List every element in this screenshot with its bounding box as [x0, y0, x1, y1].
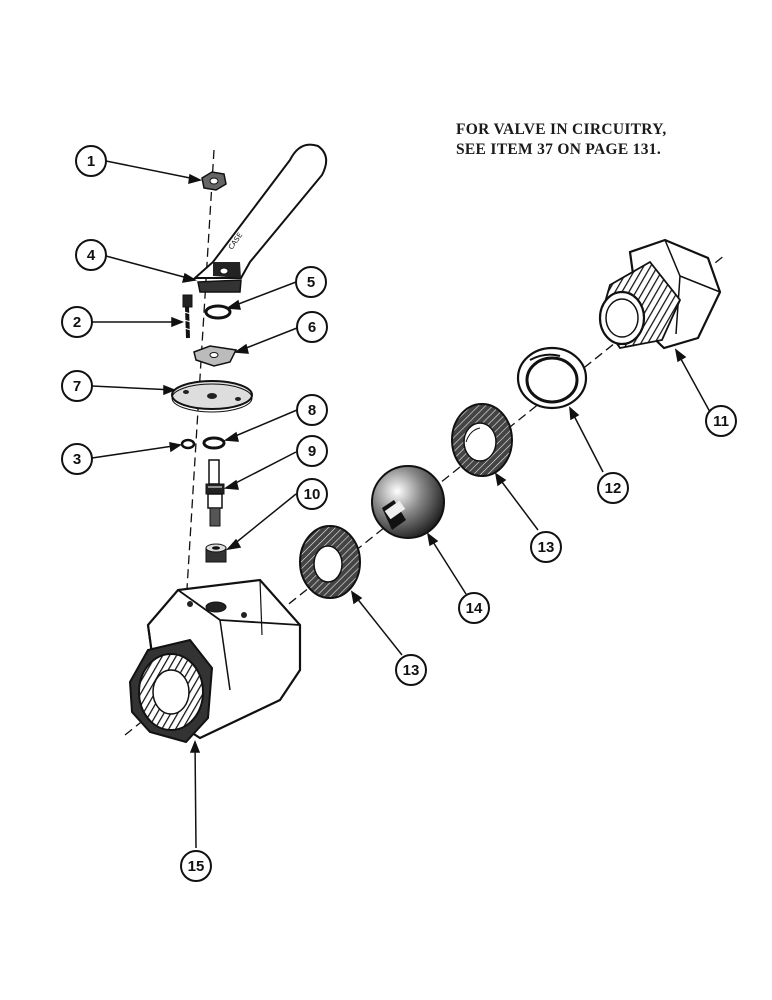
callout-label-10: 10 [304, 486, 321, 503]
callout-12: 12 [597, 472, 629, 504]
stop-screw [182, 294, 193, 339]
lock-washer [204, 304, 232, 320]
note-line-2: SEE ITEM 37 ON PAGE 131. [456, 141, 661, 158]
callout-label-13-upper: 13 [538, 539, 555, 556]
ball-seat-upper [451, 403, 513, 477]
callout-label-4: 4 [87, 247, 96, 264]
callout-10: 10 [296, 478, 328, 510]
valve-ball [371, 465, 445, 539]
callout-label-7: 7 [73, 378, 81, 395]
callout-2: 2 [61, 306, 93, 338]
callout-label-15: 15 [188, 858, 205, 875]
callout-8: 8 [296, 394, 328, 426]
callout-label-11: 11 [713, 413, 729, 430]
handle-lever: CASE [192, 143, 328, 293]
callout-14: 14 [458, 592, 490, 624]
callout-15: 15 [180, 850, 212, 882]
callout-4: 4 [75, 239, 107, 271]
callout-label-2: 2 [73, 314, 81, 331]
end-adapter-fitting [598, 238, 722, 350]
callout-13-upper: 13 [530, 531, 562, 563]
callout-9: 9 [296, 435, 328, 467]
callout-6: 6 [296, 311, 328, 343]
packing-gland-plate [171, 380, 253, 413]
callout-label-12: 12 [605, 480, 622, 497]
stem-o-ring [202, 436, 226, 450]
callout-7: 7 [61, 370, 93, 402]
callout-label-6: 6 [308, 319, 316, 336]
valve-stem [205, 459, 225, 527]
callout-5: 5 [295, 266, 327, 298]
callout-1: 1 [75, 145, 107, 177]
callout-label-5: 5 [307, 274, 315, 291]
circuitry-note: FOR VALVE IN CIRCUITRY, SEE ITEM 37 ON P… [456, 120, 756, 160]
handle-nut [201, 171, 227, 191]
stem-centerline [185, 149, 215, 606]
callout-label-8: 8 [308, 402, 316, 419]
callout-label-3: 3 [73, 451, 81, 468]
ball-seat-lower [299, 525, 361, 599]
stop-plate [193, 345, 238, 367]
valve-body [128, 578, 302, 744]
seat-retainer-ring [516, 346, 588, 410]
callout-label-9: 9 [308, 443, 316, 460]
callout-label-14: 14 [466, 600, 483, 617]
callout-11: 11 [705, 405, 737, 437]
screw-washer [180, 438, 196, 450]
callout-label-1: 1 [87, 153, 95, 170]
callout-3: 3 [61, 443, 93, 475]
stem-bushing [205, 543, 227, 563]
callout-13-lower: 13 [395, 654, 427, 686]
callout-label-13-lower: 13 [403, 662, 420, 679]
note-line-1: FOR VALVE IN CIRCUITRY, [456, 121, 667, 138]
leader-lines [91, 160, 711, 849]
